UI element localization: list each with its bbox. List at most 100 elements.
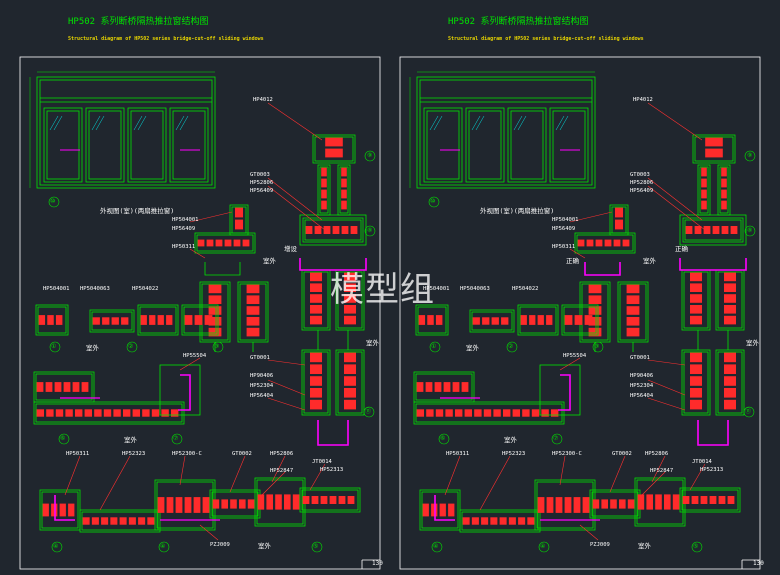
detail-circle-shape bbox=[171, 433, 183, 445]
glass-hatch bbox=[433, 115, 443, 131]
detail-circle-shape bbox=[363, 406, 375, 418]
thermal-break bbox=[529, 315, 536, 325]
part-code: HP504001 bbox=[43, 286, 70, 292]
sash bbox=[465, 107, 505, 183]
detail-circle-shape bbox=[311, 541, 323, 553]
profile-section bbox=[415, 403, 563, 423]
rubber-bead bbox=[54, 495, 75, 521]
detail-circle: ② bbox=[508, 343, 514, 350]
thermal-break bbox=[338, 495, 346, 504]
thermal-break bbox=[110, 517, 118, 525]
thermal-break bbox=[537, 497, 545, 513]
part-code: PZJ009 bbox=[210, 542, 230, 548]
rubber-bead bbox=[584, 262, 621, 276]
detail-circle-shape bbox=[212, 341, 224, 353]
thermal-break bbox=[184, 497, 192, 513]
thermal-break bbox=[138, 517, 146, 525]
thermal-break bbox=[425, 382, 433, 392]
thermal-break bbox=[55, 409, 64, 417]
sash bbox=[88, 110, 122, 180]
thermal-break bbox=[309, 283, 322, 292]
sheet-title-en: Structural diagram of HP502 series bridg… bbox=[448, 36, 644, 42]
profile-section bbox=[201, 283, 229, 341]
thermal-break bbox=[302, 495, 310, 504]
thermal-break bbox=[343, 283, 356, 292]
leader-line bbox=[647, 102, 703, 141]
part-code: HP90406 bbox=[630, 373, 654, 379]
thermal-break bbox=[309, 304, 322, 314]
thermal-break bbox=[128, 517, 136, 525]
caption-outer-view: 外视图(室)(两扇推拉窗) bbox=[480, 207, 555, 215]
thermal-break bbox=[721, 178, 727, 188]
thermal-break bbox=[701, 200, 707, 210]
thermal-break bbox=[123, 409, 131, 417]
detail-circle-shape bbox=[551, 433, 563, 445]
part-code: PZJ009 bbox=[590, 542, 610, 548]
profile-section bbox=[37, 306, 67, 334]
thermal-break bbox=[689, 283, 702, 292]
profile-section bbox=[303, 271, 329, 329]
thermal-break bbox=[325, 137, 343, 147]
thermal-break bbox=[564, 497, 572, 513]
detail-circle: ⑦ bbox=[553, 435, 559, 442]
detail-circle-shape bbox=[49, 341, 61, 353]
thermal-break bbox=[292, 494, 300, 510]
thermal-break bbox=[102, 317, 110, 325]
profile-section bbox=[681, 349, 711, 416]
part-code: GT0002 bbox=[612, 451, 632, 457]
profile-section bbox=[35, 373, 93, 401]
thermal-break bbox=[723, 294, 736, 303]
glass-hatch bbox=[53, 115, 63, 131]
profile-section bbox=[471, 311, 513, 331]
thermal-break bbox=[705, 148, 723, 158]
thermal-break bbox=[332, 225, 340, 234]
sash bbox=[426, 110, 460, 180]
thermal-break bbox=[246, 316, 260, 326]
profile-section bbox=[694, 136, 734, 162]
part-code: HP4012 bbox=[253, 97, 273, 103]
detail-circle-shape bbox=[158, 541, 170, 553]
profile-section bbox=[563, 306, 597, 334]
thermal-break bbox=[416, 409, 424, 417]
thermal-break bbox=[588, 306, 602, 315]
part-code: HP52806 bbox=[270, 451, 294, 457]
thermal-break bbox=[499, 517, 507, 525]
thermal-break bbox=[166, 315, 173, 325]
thermal-break bbox=[208, 284, 222, 294]
glass-hatch bbox=[517, 115, 527, 131]
thermal-break bbox=[448, 503, 455, 517]
sheet-border bbox=[19, 56, 381, 570]
thermal-break bbox=[197, 239, 205, 247]
leader-line bbox=[609, 455, 626, 493]
thermal-break bbox=[309, 315, 322, 325]
leader-line bbox=[199, 524, 219, 541]
thermal-break bbox=[94, 409, 102, 417]
thermal-break bbox=[626, 295, 640, 304]
thermal-break bbox=[527, 517, 535, 525]
detail-circle-shape bbox=[743, 406, 755, 418]
profile-section bbox=[314, 136, 354, 162]
part-code: HP56409 bbox=[630, 188, 654, 194]
thermal-break bbox=[691, 495, 699, 504]
part-code: HP52313 bbox=[320, 467, 344, 473]
detail-circle-shape bbox=[744, 150, 756, 162]
glass-hatch bbox=[179, 115, 189, 131]
thermal-break bbox=[604, 239, 612, 247]
detail-circle: ⑨ bbox=[367, 152, 373, 159]
profile-section bbox=[299, 487, 361, 513]
thermal-break bbox=[700, 495, 708, 504]
thermal-break bbox=[54, 382, 62, 392]
thermal-break bbox=[142, 409, 150, 417]
leader-line bbox=[179, 357, 201, 371]
thermal-break bbox=[309, 399, 322, 410]
detail-circle: ⑪ bbox=[745, 408, 752, 415]
sash bbox=[130, 110, 164, 180]
glass-hatch bbox=[471, 115, 481, 131]
thermal-break bbox=[689, 399, 702, 410]
thermal-break bbox=[501, 317, 509, 325]
detail-circle: ⑨ bbox=[747, 152, 753, 159]
part-code: HP56409 bbox=[172, 226, 196, 232]
part-code: GT0001 bbox=[630, 355, 650, 361]
part-code: HP504001 bbox=[172, 217, 199, 223]
leader-line bbox=[559, 357, 581, 371]
